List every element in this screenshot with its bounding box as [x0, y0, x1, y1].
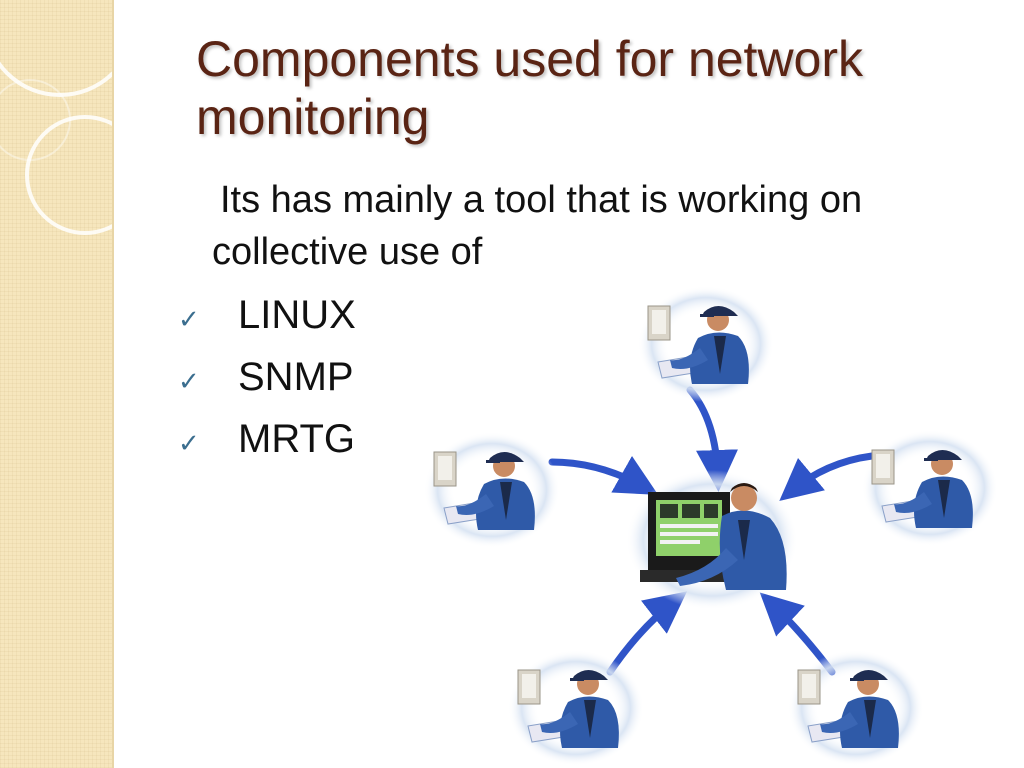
operator-left [423, 431, 561, 549]
check-icon: ✓ [178, 428, 200, 458]
check-icon: ✓ [178, 304, 200, 334]
arrow-bottom-left [606, 591, 688, 676]
arrow-left [548, 455, 659, 495]
intro-line-1: Its has mainly a tool that is working on [220, 179, 863, 221]
arrow-right [779, 452, 876, 501]
operator-top [637, 285, 775, 403]
central-station [626, 470, 798, 610]
arrow-top [686, 386, 739, 492]
intro-line-2: collective use of [212, 231, 483, 273]
operator-right [861, 429, 999, 547]
decorative-side-band [0, 0, 112, 768]
band-divider [112, 0, 114, 768]
list-item-label: LINUX [238, 293, 356, 337]
slide-title: Components used for network monitoring [196, 31, 864, 145]
operator-bottom-right [787, 649, 925, 767]
list-item-label: MRTG [238, 417, 356, 461]
decorative-circles-icon [0, 61, 112, 235]
operator-bottom-left [507, 649, 645, 767]
list-item-label: SNMP [238, 355, 354, 399]
intro-text: Its has mainly a tool that is working on… [212, 174, 1012, 278]
check-icon: ✓ [178, 366, 200, 396]
